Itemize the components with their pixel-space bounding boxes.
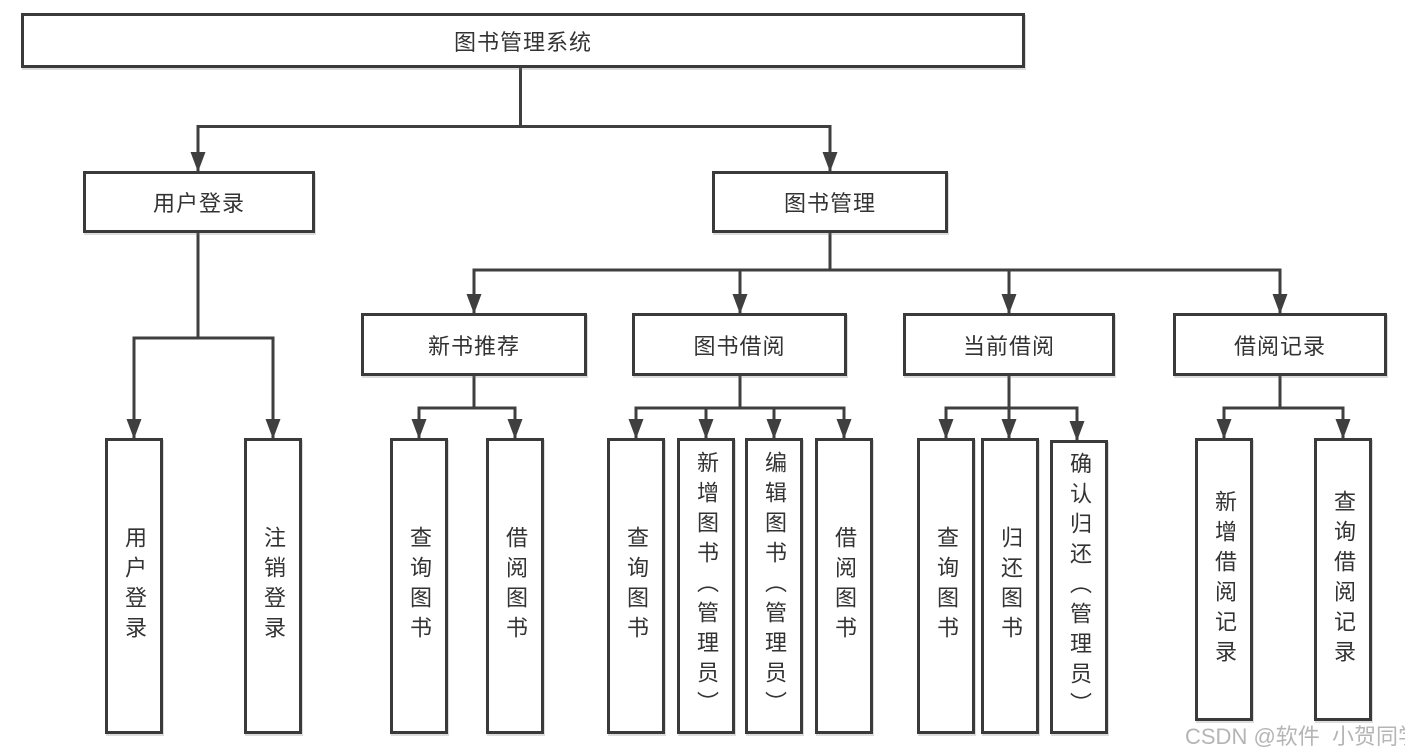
node-book-borrowing: 图书借阅 bbox=[632, 313, 847, 376]
leaf-confirm-return-admin: 确认归还（管理员） bbox=[1050, 440, 1108, 734]
node-borrowing-records: 借阅记录 bbox=[1173, 313, 1387, 376]
node-root-label: 图书管理系统 bbox=[453, 29, 592, 55]
node-book-management-label: 图书管理 bbox=[783, 191, 876, 216]
leaf-return-books: 归还图书 bbox=[981, 438, 1039, 734]
node-current-borrowing: 当前借阅 bbox=[903, 313, 1115, 376]
node-root: 图书管理系统 bbox=[21, 13, 1025, 68]
node-new-book-recommend: 新书推荐 bbox=[361, 313, 587, 376]
leaf-borrow-books-recommend: 借阅图书 bbox=[486, 438, 544, 734]
leaf-add-books-admin: 新增图书（管理员） bbox=[677, 438, 735, 734]
node-book-management: 图书管理 bbox=[712, 171, 948, 233]
leaf-query-books-current: 查询图书 bbox=[917, 438, 975, 734]
node-borrowing-records-label: 借阅记录 bbox=[1233, 333, 1326, 359]
node-new-book-recommend-label: 新书推荐 bbox=[427, 333, 520, 359]
leaf-borrow-books-borrowing: 借阅图书 bbox=[815, 438, 873, 734]
node-book-borrowing-label: 图书借阅 bbox=[693, 333, 786, 359]
leaf-query-books-recommend: 查询图书 bbox=[390, 438, 448, 734]
leaf-query-borrow-record: 查询借阅记录 bbox=[1314, 438, 1372, 721]
node-current-borrowing-label: 当前借阅 bbox=[962, 333, 1055, 359]
node-user-login: 用户登录 bbox=[83, 171, 315, 233]
leaf-edit-books-admin: 编辑图书（管理员） bbox=[745, 438, 803, 734]
leaf-user-login: 用户登录 bbox=[105, 438, 163, 734]
leaf-add-borrow-record: 新增借阅记录 bbox=[1195, 438, 1253, 721]
csdn-watermark: CSDN @软件_小贺同学 bbox=[1185, 724, 1405, 747]
leaf-logout-login: 注销登录 bbox=[244, 438, 302, 734]
leaf-query-books-borrowing: 查询图书 bbox=[607, 438, 665, 734]
node-user-login-label: 用户登录 bbox=[152, 191, 245, 216]
